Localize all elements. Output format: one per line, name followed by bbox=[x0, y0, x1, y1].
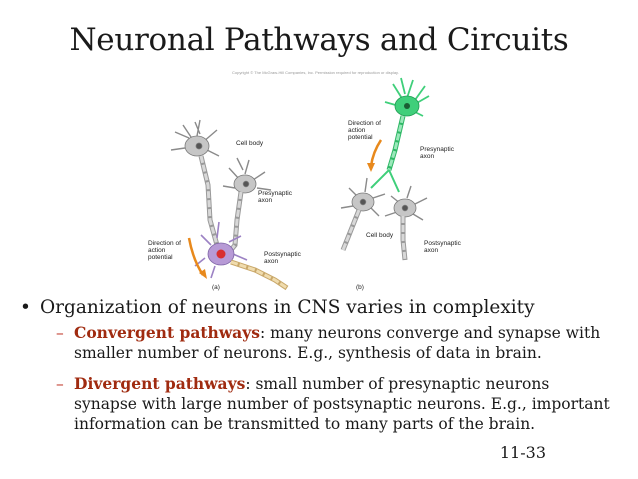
label-b-direction: Direction of action potential bbox=[348, 120, 381, 141]
label-b-presynaptic-axon: Presynaptic axon bbox=[420, 146, 454, 160]
neuron-a1 bbox=[170, 119, 220, 246]
sub-bullet-body: Convergent pathways: many neurons conver… bbox=[74, 323, 614, 363]
bullet-dot: • bbox=[20, 297, 31, 318]
figure-copyright: Copyright © The McGraw-Hill Companies, I… bbox=[232, 70, 399, 75]
sub-bullet-body: Divergent pathways: small number of pres… bbox=[74, 374, 614, 434]
panel-b-illustration bbox=[340, 77, 430, 261]
direction-arrow-a bbox=[187, 237, 205, 276]
neuron-b2 bbox=[384, 185, 428, 261]
label-a-presynaptic-axon: Presynaptic axon bbox=[258, 190, 292, 204]
term-divergent: Divergent pathways bbox=[74, 374, 246, 393]
label-panel-b-tag: (b) bbox=[356, 284, 364, 291]
neuron-b1 bbox=[340, 177, 386, 251]
neuron-a-postsynaptic bbox=[194, 221, 289, 291]
divergent-description: : small number of presynaptic neurons sy… bbox=[74, 375, 610, 433]
convergent-description: : many neurons converge and synapse with… bbox=[74, 324, 601, 362]
direction-arrow-b bbox=[369, 139, 383, 167]
sub-bullet-dash: – bbox=[56, 375, 64, 393]
slide-number: 11-33 bbox=[499, 443, 546, 462]
neuron-pathways-figure bbox=[170, 77, 430, 291]
label-a-direction: Direction of action potential bbox=[148, 240, 181, 261]
label-b-postsynaptic-axon: Postsynaptic axon bbox=[424, 240, 461, 254]
label-panel-a-tag: (a) bbox=[212, 284, 220, 291]
label-a-cell-body: Cell body bbox=[236, 140, 264, 147]
slide-title: Neuronal Pathways and Circuits bbox=[69, 22, 569, 58]
neuron-a2 bbox=[222, 157, 272, 252]
sub-bullet-dash: – bbox=[56, 324, 64, 342]
label-b-cell-body: Cell body bbox=[366, 232, 394, 239]
label-a-postsynaptic-axon: Postsynaptic axon bbox=[264, 251, 301, 265]
term-convergent: Convergent pathways bbox=[74, 323, 260, 342]
main-bullet-text: Organization of neurons in CNS varies in… bbox=[40, 297, 535, 318]
panel-a-illustration bbox=[170, 119, 289, 291]
neuron-b-presynaptic bbox=[370, 77, 430, 193]
